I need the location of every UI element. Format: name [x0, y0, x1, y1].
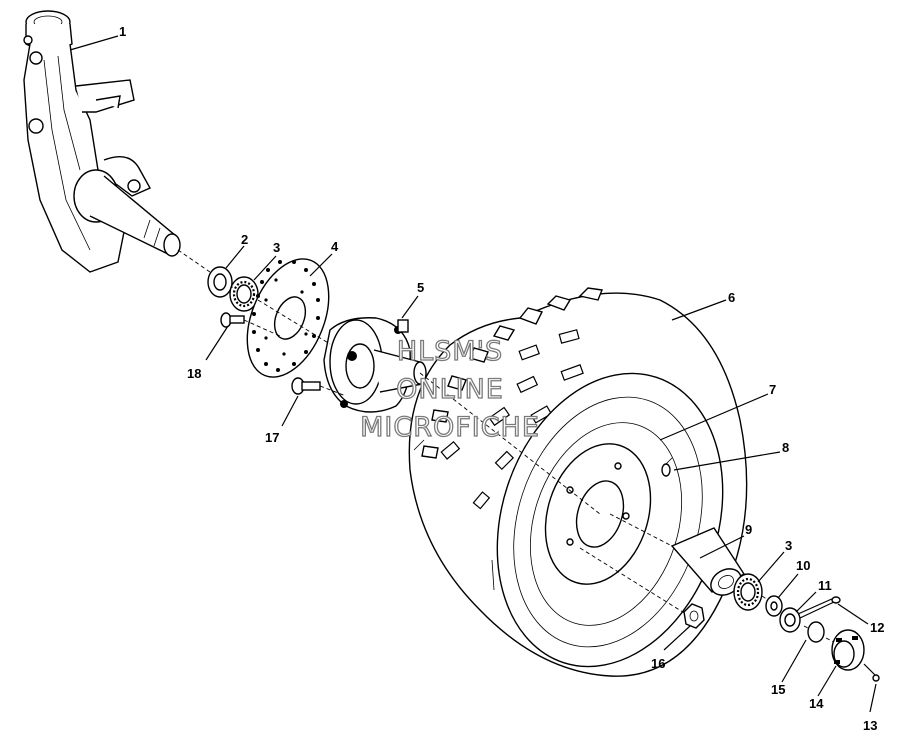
watermark-line-1: HLSM'S	[397, 336, 503, 367]
callout-1: 1	[119, 24, 126, 39]
cap-screw	[863, 663, 880, 682]
callout-7: 7	[769, 382, 776, 397]
washer	[765, 595, 783, 617]
cotter-pin	[797, 596, 841, 619]
callout-6: 6	[728, 290, 735, 305]
callout-13: 13	[863, 718, 877, 733]
valve-stem	[661, 457, 673, 477]
callout-4: 4	[331, 239, 339, 254]
o-ring	[807, 621, 825, 643]
assembly-centerlines	[177, 249, 835, 643]
hub-cap	[831, 629, 865, 671]
callout-10: 10	[796, 558, 810, 573]
disc-bolt	[220, 312, 245, 328]
lug-nut	[683, 603, 705, 629]
watermark-line-2: ONLINE	[396, 374, 504, 405]
callout-3a: 3	[273, 240, 280, 255]
leader-lines	[69, 35, 877, 713]
watermark: HLSM'S ONLINE MICROFICHE	[359, 335, 540, 443]
brake-disc	[246, 258, 330, 378]
watermark-line-3: MICROFICHE	[360, 412, 540, 443]
steering-knuckle	[23, 10, 181, 273]
grease-seal	[207, 266, 233, 298]
castle-nut	[779, 607, 801, 633]
callout-9: 9	[745, 522, 752, 537]
tire	[408, 287, 748, 677]
callout-5: 5	[417, 280, 424, 295]
callout-labels: 1 2 3 4 5 6 7 8 9 3 10 11 12 13 14 15 16…	[119, 24, 884, 733]
callout-15: 15	[771, 682, 785, 697]
wheel-hub	[323, 317, 427, 413]
callout-2: 2	[241, 232, 248, 247]
callout-8: 8	[782, 440, 789, 455]
callout-11: 11	[818, 578, 832, 593]
callout-17: 17	[265, 430, 279, 445]
callout-3b: 3	[785, 538, 792, 553]
wheel-bearing-outer	[733, 573, 763, 611]
callout-16: 16	[651, 656, 665, 671]
callout-12: 12	[870, 620, 884, 635]
callout-18: 18	[187, 366, 201, 381]
callout-14: 14	[809, 696, 824, 711]
hub-bolt	[291, 377, 321, 395]
